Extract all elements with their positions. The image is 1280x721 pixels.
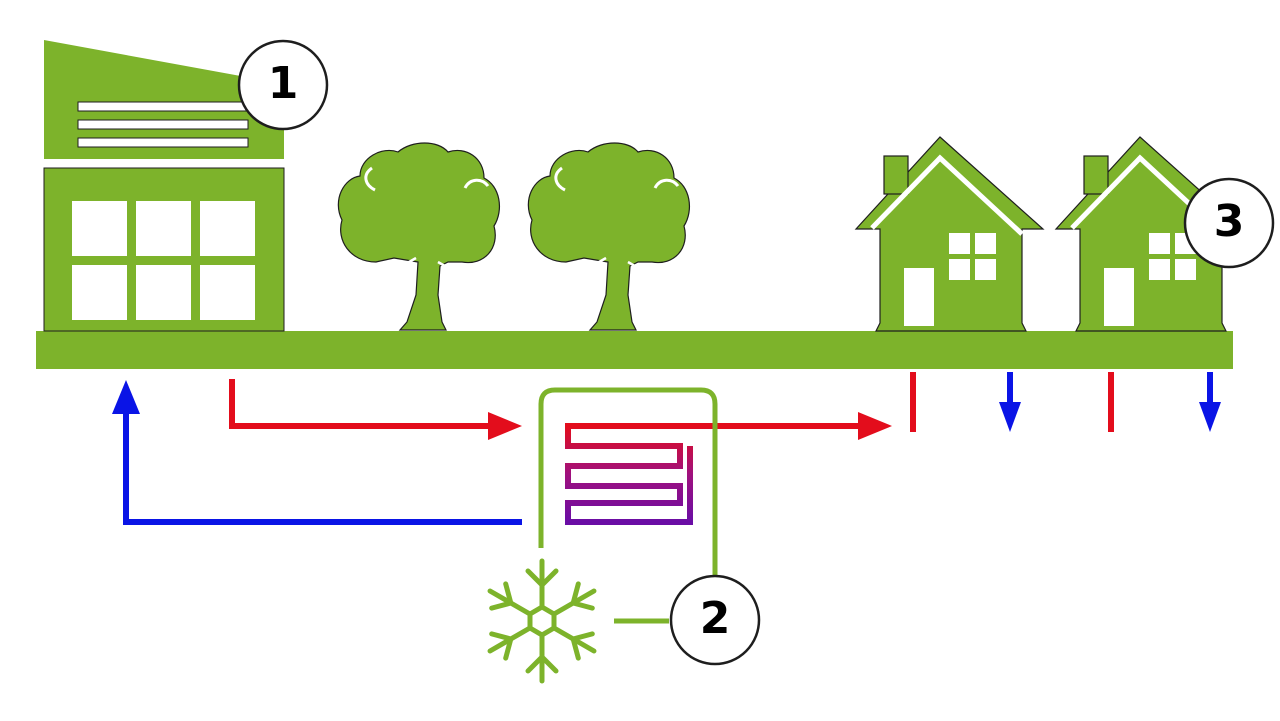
marker-3-label: 3 bbox=[1214, 196, 1245, 247]
marker-2-label: 2 bbox=[700, 593, 731, 644]
marker-1: 1 bbox=[237, 39, 329, 131]
factory-icon bbox=[43, 40, 285, 332]
supply-pipe bbox=[229, 372, 1114, 440]
tree-icon bbox=[336, 141, 501, 332]
snowflake-icon bbox=[487, 558, 597, 684]
marker-2: 2 bbox=[669, 574, 761, 666]
heat-exchanger-icon bbox=[565, 423, 715, 525]
ground-strip bbox=[36, 331, 1233, 369]
return-pipe bbox=[112, 372, 1221, 525]
marker-1-label: 1 bbox=[268, 58, 299, 109]
tree-icon bbox=[526, 141, 691, 332]
cooling-loop bbox=[538, 387, 718, 576]
house-icon bbox=[856, 137, 1043, 331]
marker-3: 3 bbox=[1183, 177, 1275, 269]
